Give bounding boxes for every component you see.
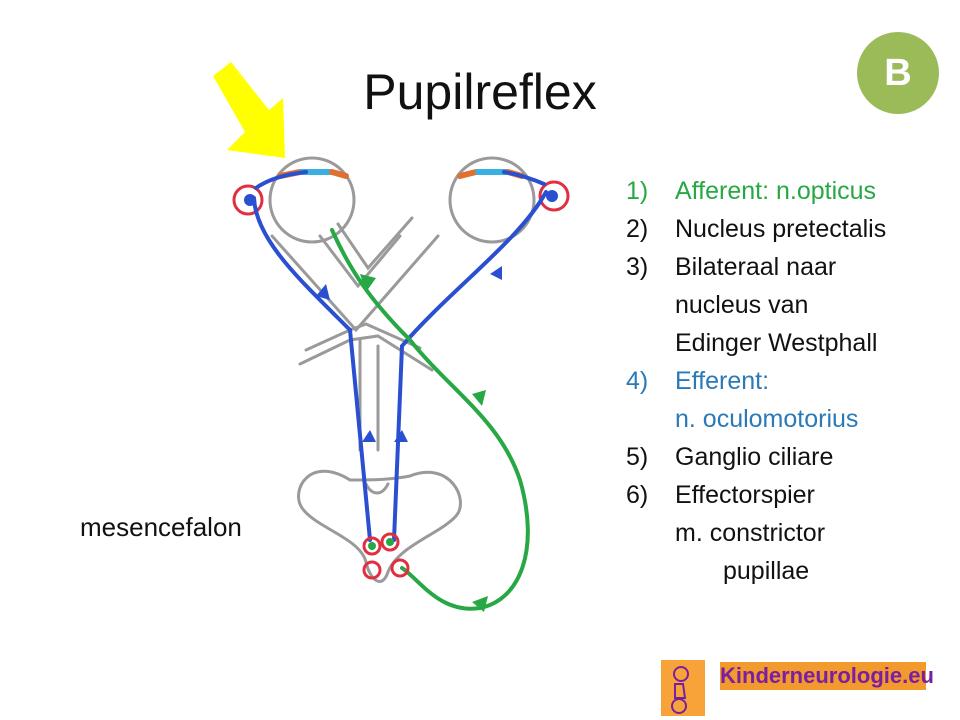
- step-text: Ganglio ciliare: [675, 443, 834, 471]
- step-number: 3): [626, 253, 649, 281]
- step-text: Bilateraal naar: [675, 253, 837, 281]
- section-badge: B: [857, 32, 939, 114]
- ciliary-ganglia-dots: [244, 190, 558, 206]
- pupil-reflex-diagram: [232, 156, 570, 612]
- step-item: 5) Ganglio ciliare: [626, 438, 956, 476]
- step-item: 4) Efferent: n. oculomotorius: [626, 362, 956, 438]
- afferent-pathway: [330, 228, 530, 611]
- ciliary-ganglia: [232, 180, 570, 216]
- yellow-arrow-icon: [213, 62, 285, 158]
- slide-title: Pupilreflex: [363, 64, 597, 120]
- retina-marks: [277, 169, 525, 179]
- efferent-arrows: [316, 266, 502, 442]
- optic-pathway-outline: [270, 216, 462, 583]
- step-text: Afferent: n.opticus: [675, 177, 877, 205]
- afferent-arrows: [360, 274, 488, 612]
- step-text-line: m. constrictor: [675, 519, 826, 547]
- step-text-line: n. oculomotorius: [675, 405, 859, 433]
- step-text: Effectorspier: [675, 481, 815, 509]
- mesencephalon-label: mesencefalon: [80, 512, 242, 542]
- step-number: 6): [626, 481, 649, 509]
- left-eye: [268, 156, 356, 244]
- step-text-line: pupillae: [723, 557, 810, 585]
- step-item: 6) Effectorspier m. constrictor pupillae: [626, 476, 956, 590]
- mesencephalon-nuclei-dots: [368, 538, 394, 550]
- logo-icon: [661, 660, 705, 716]
- step-number: 1): [626, 177, 649, 205]
- step-text-line: Edinger Westphall: [675, 329, 878, 357]
- step-number: 2): [626, 215, 649, 243]
- step-item: 1) Afferent: n.opticus: [626, 172, 956, 210]
- step-item: 2) Nucleus pretectalis: [626, 210, 956, 248]
- step-text: Efferent:: [675, 367, 770, 395]
- logo-text[interactable]: Kinderneurologie.eu: [720, 662, 934, 690]
- step-number: 5): [626, 443, 649, 471]
- step-number: 4): [626, 367, 649, 395]
- step-text: Nucleus pretectalis: [675, 215, 887, 243]
- reflex-steps-list: 1) Afferent: n.opticus 2) Nucleus pretec…: [626, 172, 956, 590]
- efferent-pathway: [252, 170, 548, 542]
- step-text-line: nucleus van: [675, 291, 809, 319]
- step-item: 3) Bilateraal naar nucleus van Edinger W…: [626, 248, 956, 362]
- mesencephalon-nuclei: [362, 532, 410, 580]
- right-eye: [448, 156, 536, 244]
